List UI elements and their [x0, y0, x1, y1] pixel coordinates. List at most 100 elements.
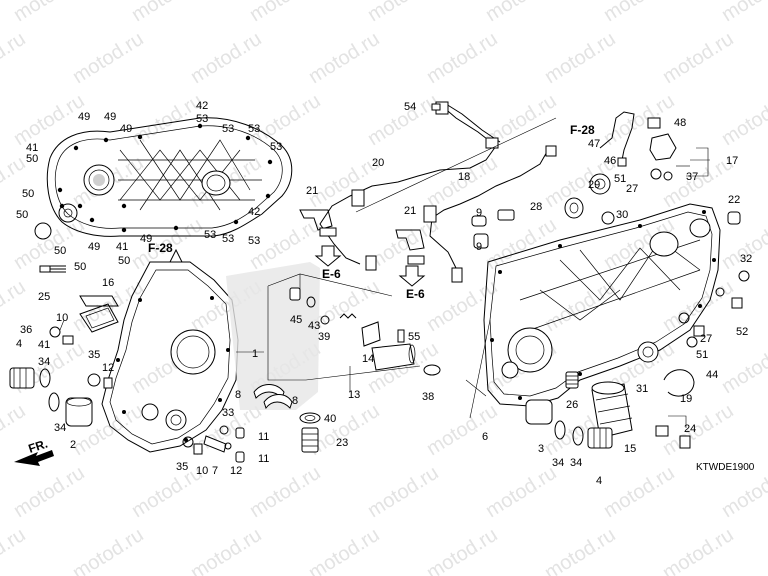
callout-label: 55 — [408, 331, 420, 343]
bolt-54 — [431, 103, 441, 111]
watermark-text: motod.ru — [10, 462, 89, 522]
callout-label: 42 — [248, 206, 260, 218]
watermark-text: motod.ru — [128, 462, 207, 522]
callout-label: 9 — [476, 241, 482, 253]
callout-label: 36 — [20, 324, 32, 336]
callout-label: 21 — [306, 185, 318, 197]
callout-label: 53 — [248, 123, 260, 135]
callout-label: 52 — [736, 326, 748, 338]
group-13 — [267, 273, 421, 392]
watermark-text: motod.ru — [659, 400, 738, 460]
callout-label: 22 — [728, 194, 740, 206]
callout-label: 34 — [38, 356, 50, 368]
callout-label: 14 — [362, 353, 374, 365]
callout-label: 37 — [686, 171, 698, 183]
watermark-text: motod.ru — [364, 0, 443, 26]
callout-label: 40 — [324, 413, 336, 425]
callout-label: 12 — [230, 465, 242, 477]
callout-label: 34 — [54, 422, 66, 434]
ref-e6-left: E-6 — [322, 267, 341, 281]
watermark-text: motod.ru — [423, 524, 502, 576]
e6-arrows — [314, 245, 426, 287]
watermark-text: motod.ru — [718, 338, 768, 398]
callout-label: 34 — [552, 457, 564, 469]
f28-arrow — [169, 248, 183, 263]
callout-label: 47 — [588, 138, 600, 150]
watermark-text: motod.ru — [10, 0, 89, 26]
ref-f28-left: F-28 — [148, 241, 173, 255]
callout-label: 11 — [258, 431, 269, 443]
ref-front: FR. — [27, 437, 50, 456]
watermark-text: motod.ru — [0, 28, 30, 88]
callout-label: 53 — [222, 123, 234, 135]
watermark-text: motod.ru — [718, 214, 768, 274]
callout-label: 20 — [372, 157, 384, 169]
watermark-text: motod.ru — [541, 524, 620, 576]
callout-label: 39 — [318, 331, 330, 343]
callout-label: 4 — [596, 475, 602, 487]
watermark-text: motod.ru — [600, 0, 679, 26]
hose-47 — [599, 111, 635, 167]
callout-label: 6 — [482, 431, 488, 443]
callout-label: 49 — [104, 111, 116, 123]
callout-label: 46 — [604, 155, 616, 167]
callout-label: 33 — [222, 407, 234, 419]
sensor-48 — [647, 117, 677, 181]
brackets-21 — [299, 209, 425, 265]
watermark-text: motod.ru — [0, 400, 30, 460]
callout-label: 23 — [336, 437, 348, 449]
callout-label: 42 — [196, 100, 208, 112]
bolt-25 — [39, 265, 66, 273]
callout-label: 29 — [588, 179, 600, 191]
callout-label: 50 — [22, 188, 34, 200]
watermark-text: motod.ru — [305, 28, 384, 88]
callout-label: 18 — [458, 171, 470, 183]
wiring-harness-18 — [423, 145, 557, 283]
callout-label: 2 — [70, 439, 76, 451]
oil-filter-group — [525, 371, 633, 449]
callout-label: 17 — [726, 155, 738, 167]
right-crankcase-half — [483, 203, 721, 407]
callout-label: 53 — [204, 229, 216, 241]
leader-lines — [59, 165, 690, 428]
callout-label: 50 — [16, 209, 28, 221]
callout-label: 38 — [422, 391, 434, 403]
callout-label: 50 — [118, 255, 130, 267]
callout-label: 11 — [258, 453, 269, 465]
watermark-text: motod.ru — [69, 524, 148, 576]
seals — [564, 173, 615, 225]
left-crankcase-half — [101, 261, 239, 453]
callout-label: 49 — [120, 123, 132, 135]
callout-label: 35 — [88, 349, 100, 361]
watermark-text: motod.ru — [187, 524, 266, 576]
watermark-text: motod.ru — [659, 28, 738, 88]
callout-label: 41 — [116, 241, 128, 253]
watermark-text: motod.ru — [246, 462, 325, 522]
callout-label: 24 — [684, 423, 696, 435]
callout-label: 10 — [196, 465, 208, 477]
callout-label: 15 — [624, 443, 636, 455]
callout-label: 7 — [212, 465, 218, 477]
callout-label: 41 — [26, 142, 38, 154]
callout-label: 53 — [196, 113, 208, 125]
callout-label: 34 — [570, 457, 582, 469]
callout-label: 53 — [248, 235, 260, 247]
callout-label: 25 — [38, 291, 50, 303]
watermark-text: motod.ru — [423, 28, 502, 88]
callout-label: 21 — [404, 205, 416, 217]
callout-label: 31 — [636, 383, 648, 395]
callout-label: 8 — [235, 389, 241, 401]
watermark-text: motod.ru — [187, 28, 266, 88]
callout-label: 8 — [292, 395, 298, 407]
ref-e6-right: E-6 — [406, 287, 425, 301]
grommets-9 — [471, 209, 515, 249]
bearing-shells-8 — [253, 384, 293, 410]
front-arrow — [14, 450, 54, 466]
callout-label: 35 — [176, 461, 188, 473]
watermark-text: motod.ru — [364, 90, 443, 150]
callout-label: 45 — [290, 314, 302, 326]
drain-plug — [299, 412, 321, 453]
watermark-text: motod.ru — [482, 214, 561, 274]
callout-label: 51 — [614, 173, 626, 185]
